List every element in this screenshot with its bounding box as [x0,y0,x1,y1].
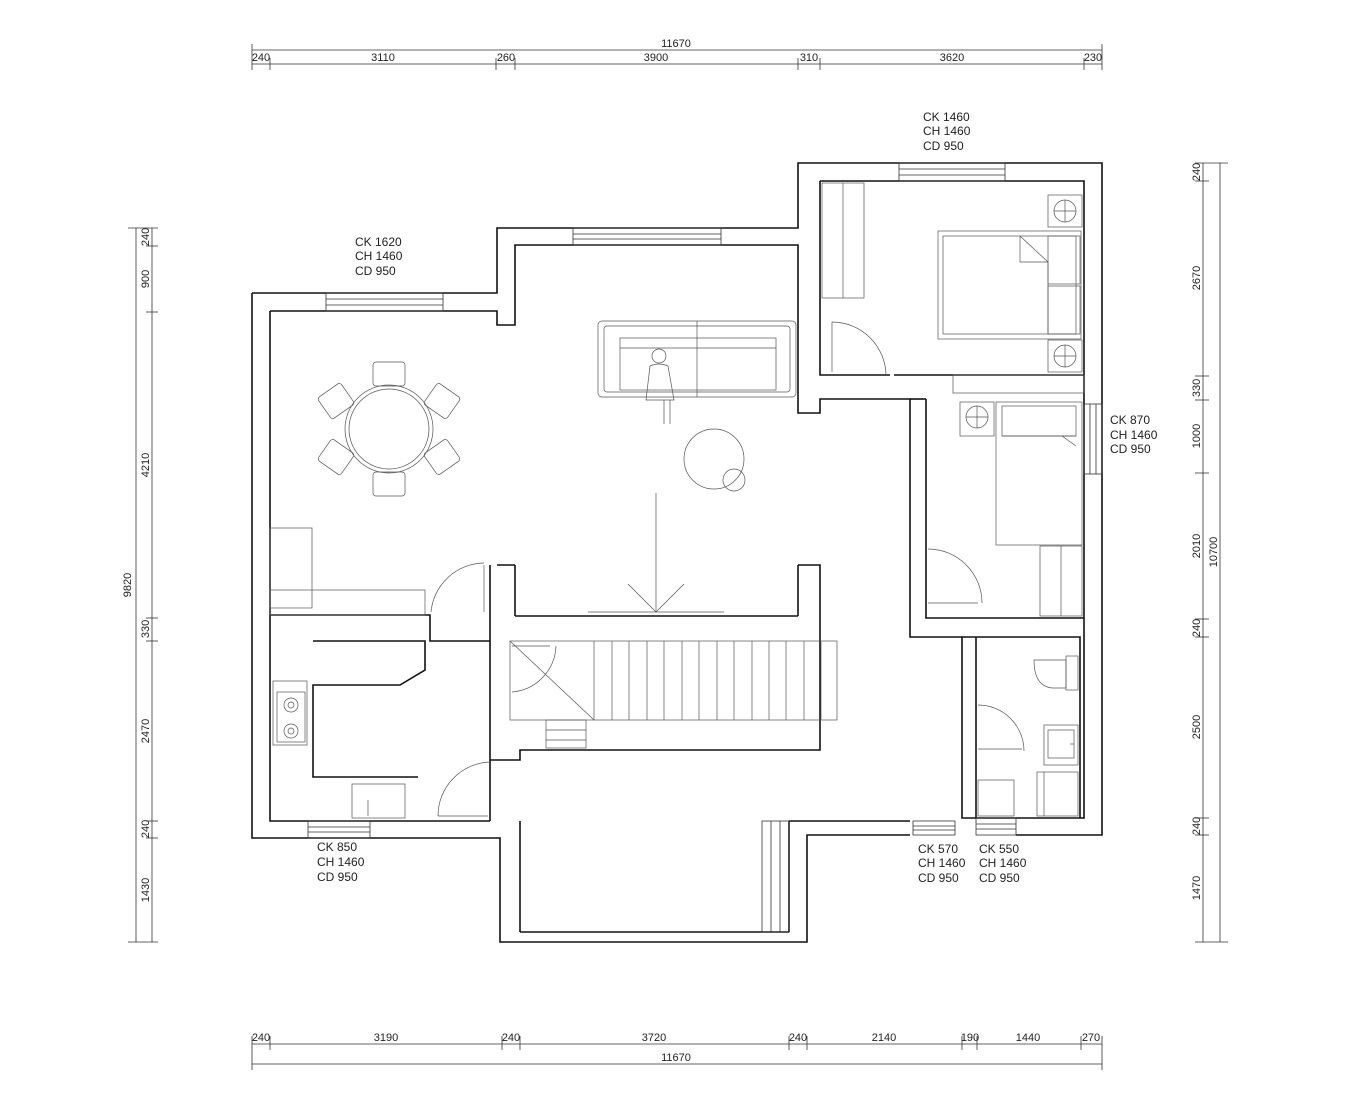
dim-left-seg: 4210 [140,453,152,477]
dim-bottom-seg: 240 [789,1032,807,1044]
window-ck: CK 850 [317,840,357,854]
window-label-south-1: CK 570 CH 1460 CD 950 [918,842,966,885]
window-label-kitchen: CK 850 CH 1460 CD 950 [317,840,365,884]
window-ck: CK 570 [918,842,958,856]
sink-icon [351,783,406,819]
kitchen-counter [269,527,426,746]
dim-bottom-seg: 240 [252,1032,270,1044]
dim-right-seg: 240 [1191,163,1203,181]
window-ch: CH 1460 [923,124,971,138]
window-cd: CD 950 [355,264,396,278]
window-label-bathroom: CK 550 CH 1460 CD 950 [979,842,1027,885]
window-cd: CD 950 [317,870,358,884]
dim-bottom-seg: 1440 [1016,1032,1040,1044]
dim-bottom-seg: 2140 [872,1032,896,1044]
dim-right-total: 10700 [1208,537,1220,568]
window-label-dining: CK 1620 CH 1460 CD 950 [355,235,403,278]
dim-top-seg: 3110 [371,52,395,64]
dim-bottom-seg: 3720 [642,1032,666,1044]
master-wardrobe [821,182,1085,394]
window-ch: CH 1460 [918,856,966,870]
basin-icon [1043,724,1079,766]
dim-right-seg: 2010 [1191,534,1203,558]
window-ch: CH 1460 [317,855,365,869]
window-ck: CK 1460 [923,110,970,124]
second-bed [995,401,1083,546]
window-ch: CH 1460 [1110,428,1158,442]
dim-right-seg: 240 [1191,619,1203,637]
right-dimension-line: 240 2670 330 1000 2010 240 2500 240 1470… [1191,162,1228,943]
dim-top-seg: 230 [1084,52,1102,64]
staircase [509,493,838,749]
master-bed [937,230,1082,340]
dim-left-seg: 2470 [140,719,152,743]
bathroom-cabinet [977,771,1079,817]
dim-right-seg: 240 [1191,817,1203,835]
window-ck: CK 870 [1110,413,1150,427]
dim-right-seg: 2670 [1191,266,1203,290]
left-dimension-line: 9820 240 900 4210 330 2470 240 1430 [122,227,158,943]
dim-right-seg: 1470 [1191,876,1203,900]
toilet-icon [1033,655,1079,691]
window-ck: CK 550 [979,842,1019,856]
dim-bottom-seg: 190 [961,1032,979,1044]
dim-left-seg: 1430 [140,878,152,902]
sofa [597,320,797,398]
dining-table [317,361,461,497]
dim-left-seg: 240 [140,228,152,246]
window-cd: CD 950 [923,139,964,153]
dim-left-seg: 330 [140,620,152,638]
dim-right-seg: 1000 [1191,424,1203,448]
dim-right-seg: 330 [1191,379,1203,397]
window-ch: CH 1460 [979,856,1027,870]
dim-bottom-seg: 3190 [374,1032,398,1044]
second-nightstand [959,401,995,437]
dim-top-seg: 310 [800,52,818,64]
dim-top-seg: 240 [252,52,270,64]
window-cd: CD 950 [1110,442,1151,456]
bottom-dimension-line: 240 3190 240 3720 240 2140 190 1440 270 … [251,1032,1103,1070]
dim-bottom-total: 11670 [661,1052,691,1064]
person-figure [645,348,675,424]
window-ch: CH 1460 [355,249,403,263]
dim-bottom-seg: 270 [1082,1032,1100,1044]
second-wardrobe [1039,545,1083,617]
master-nightstand-bottom [1047,339,1083,373]
stove-icon [276,691,306,743]
dim-left-total: 9820 [122,573,134,597]
master-nightstand-top [1047,194,1083,228]
dim-left-seg: 240 [140,820,152,838]
window-cd: CD 950 [918,871,959,885]
exterior-walls [251,162,1103,943]
dim-bottom-seg: 240 [502,1032,520,1044]
dim-left-seg: 900 [140,270,152,288]
coffee-table [683,428,746,492]
window-label-master-bedroom: CK 1460 CH 1460 CD 950 [923,110,971,153]
windows [307,162,1103,933]
dim-top-seg: 3900 [644,52,668,64]
window-label-second-bedroom: CK 870 CH 1460 CD 950 [1110,413,1158,456]
dim-top-seg: 3620 [940,52,964,64]
dim-right-seg: 2500 [1191,715,1203,739]
dim-top-total: 11670 [661,38,691,50]
window-cd: CD 950 [979,871,1020,885]
dim-top-seg: 260 [497,52,515,64]
doors [430,321,1025,817]
top-dimension-line: 11670 240 3110 260 3900 310 3620 230 [251,38,1103,70]
window-ck: CK 1620 [355,235,402,249]
